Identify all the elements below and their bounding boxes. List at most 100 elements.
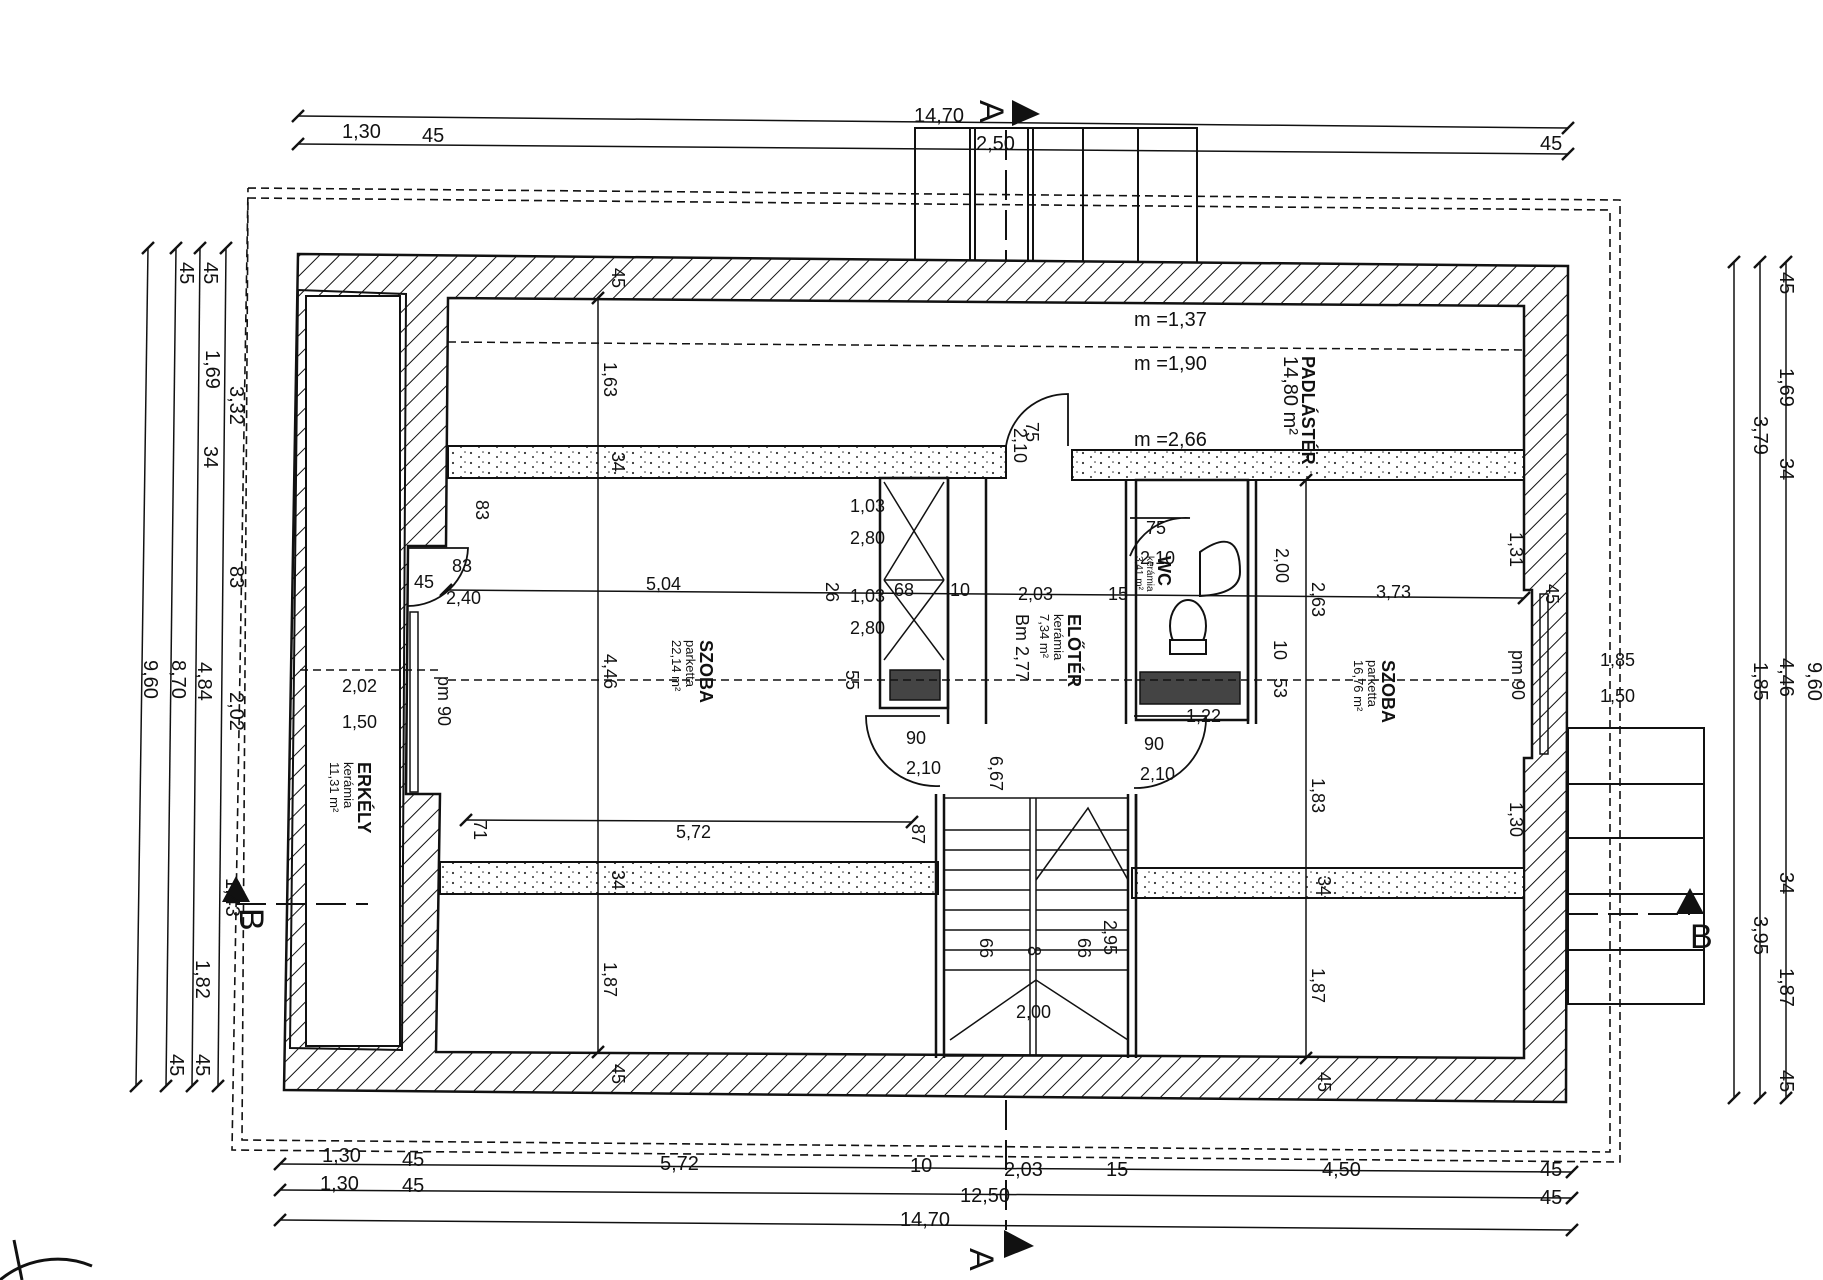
dim-door75b: 75	[1146, 518, 1166, 538]
dim-t45-br: 45	[1314, 1072, 1334, 1092]
dim-cl280a: 2,80	[850, 528, 885, 548]
dim-top-45b: 45	[1540, 133, 1562, 155]
dim-d10b: 10	[1270, 640, 1290, 660]
dim-right-34: 34	[1775, 458, 1797, 480]
dim-right-395: 3,95	[1749, 916, 1771, 955]
dim-door210b: 2,10	[1140, 764, 1175, 784]
room-label-erkely: ERKÉLY kerámia 11,31 m²	[327, 762, 375, 833]
dim-left-143: 1,43	[221, 878, 243, 917]
dim-left-202: 2,02	[225, 692, 247, 731]
dim-stair-66a: 66	[976, 938, 996, 958]
dimension-lines	[129, 109, 1793, 1237]
dim-right-34b: 34	[1775, 872, 1797, 894]
dim-top-45a: 45	[422, 125, 444, 147]
dim-stair-8: 8	[1024, 946, 1044, 956]
room-floor-wc: kerámia	[1144, 556, 1155, 592]
partition-walls	[439, 445, 1525, 899]
dim-inner-373: 3,73	[1376, 582, 1411, 602]
dim-stair-295: 2,95	[1100, 920, 1120, 955]
dim-win202: 2,02	[342, 676, 377, 696]
inner-dimensions: 5,04 2,03 3,73 5,72 4,46 1,63 1,87 1,87 …	[342, 268, 1635, 1092]
dim-bot-total: 14,70	[900, 1209, 950, 1231]
dim-bot-572: 5,72	[660, 1153, 699, 1175]
room-floor-eloter: kerámia	[1051, 614, 1066, 661]
left-dimensions: 9,60 8,70 3,32 4,84 1,82 45 1,69 34 83 2…	[139, 262, 247, 1076]
dim-bot-1250: 12,50	[960, 1185, 1010, 1207]
dim-d15: 15	[1108, 584, 1128, 604]
dim-right-379: 3,79	[1749, 416, 1771, 455]
dim-left-870: 8,70	[167, 660, 189, 699]
room-label-padlaster: PADLÁSTÉR 14,80 m²	[1279, 356, 1319, 465]
dim-left-top45a: 45	[199, 262, 221, 284]
room-label-eloter: ELŐTÉR kerámia 7,34 m² Bm 2,77	[1012, 614, 1085, 687]
dim-bot-130b: 1,30	[320, 1173, 359, 1195]
dim-inner-187l: 1,87	[600, 962, 620, 997]
dim-inner-163: 1,63	[600, 362, 620, 397]
dim-left-bot45b: 45	[191, 1054, 213, 1076]
right-dimensions: 9,60 3,79 1,85 3,95 45 1,69 34 4,46 34 1…	[1749, 272, 1823, 1092]
dim-t34-top: 34	[608, 452, 628, 472]
dim-left-83: 83	[225, 566, 247, 588]
dim-pm90b: pm 90	[1508, 650, 1528, 700]
room-name-eloter: ELŐTÉR	[1064, 614, 1085, 687]
room-area-szoba-left: 22,14 m²	[669, 640, 684, 692]
section-a-top: A	[972, 100, 1010, 123]
dim-inner-667: 6,67	[986, 756, 1006, 791]
right-balcony	[1567, 727, 1705, 1005]
dim-right-169: 1,69	[1775, 368, 1797, 407]
dim-inner-263: 2,63	[1308, 582, 1328, 617]
dim-left-484: 4,84	[193, 662, 215, 701]
room-floor-szoba-right: parketta	[1365, 660, 1380, 708]
dim-right-45b: 45	[1775, 1070, 1797, 1092]
section-b-left: B	[232, 908, 270, 931]
section-lines	[0, 130, 1690, 1280]
dim-right-960: 9,60	[1803, 662, 1823, 701]
dim-door90a: 90	[906, 728, 926, 748]
dim-t45-top: 45	[608, 268, 628, 288]
room-name-szoba-right: SZOBA	[1378, 660, 1398, 723]
dim-top-130: 1,30	[342, 121, 381, 143]
dim-d130r: 1,30	[1506, 802, 1526, 837]
dim-inner-200: 2,00	[1272, 548, 1292, 583]
dim-bot-203: 2,03	[1004, 1159, 1043, 1181]
dim-d87: 87	[908, 824, 928, 844]
dim-door90b: 90	[1144, 734, 1164, 754]
dim-left-182: 1,82	[191, 960, 213, 999]
dim-stair-66b: 66	[1074, 938, 1094, 958]
dim-bot-45d: 45	[1540, 1187, 1562, 1209]
dim-t34-r: 34	[1314, 876, 1334, 896]
dim-inner-446: 4,46	[600, 654, 620, 689]
dim-door75a: 75	[1022, 422, 1042, 442]
height-lines	[300, 341, 1525, 681]
dim-d45c: 45	[1542, 584, 1562, 604]
dim-t45-bot: 45	[608, 1064, 628, 1084]
room-label-szoba-right: SZOBA parketta 16,76 m²	[1351, 660, 1398, 723]
dim-right-185: 1,85	[1749, 662, 1771, 701]
section-a-bottom: A	[962, 1248, 1000, 1271]
dim-cl10: 10	[950, 580, 970, 600]
dim-left-34: 34	[199, 446, 221, 468]
dim-door83: 83	[452, 556, 472, 576]
height-m2: m =1,90	[1134, 353, 1207, 375]
balcony-floor	[305, 295, 401, 1047]
wc-fixtures	[1169, 540, 1242, 655]
dim-t34-bot: 34	[608, 870, 628, 890]
dim-stair-200: 2,00	[1016, 1002, 1051, 1022]
dim-door210c: 2,10	[1010, 428, 1030, 463]
dim-d53: 53	[1270, 678, 1290, 698]
room-floor-erkely: kerámia	[341, 762, 356, 809]
dim-pm90a: pm 90	[434, 676, 454, 726]
section-b-right: B	[1690, 918, 1713, 956]
dim-inner-187r: 1,87	[1308, 968, 1328, 1003]
staircase	[943, 797, 1129, 1057]
dim-bot-45c: 45	[402, 1175, 424, 1197]
dim-cl68: 68	[894, 580, 914, 600]
dim-bot-10: 10	[910, 1155, 932, 1177]
room-area-padlaster: 14,80 m²	[1279, 356, 1301, 435]
dim-door240: 2,40	[446, 588, 481, 608]
height-m1: m =1,37	[1134, 309, 1207, 331]
dim-left-169: 1,69	[201, 350, 223, 389]
section-markers	[222, 100, 1704, 1258]
dim-inner-572: 5,72	[676, 822, 711, 842]
